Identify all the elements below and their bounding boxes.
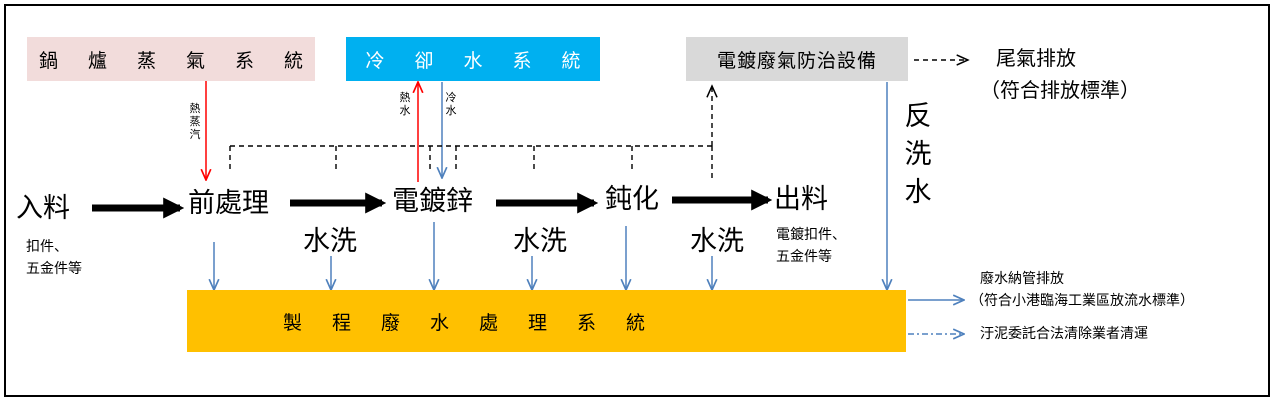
output-node: 出料 xyxy=(774,184,828,215)
input-note-line1: 扣件、 xyxy=(26,239,68,255)
discharge-label: 廢水納管排放 xyxy=(980,271,1064,287)
output-note-line1: 電鍍扣件、 xyxy=(776,227,846,243)
cold-water-label: 冷水 xyxy=(445,91,457,117)
rinse-node-1: 水洗 xyxy=(303,226,357,257)
emission-label: 尾氣排放 xyxy=(996,46,1076,70)
wastewater-drain-lines xyxy=(214,82,964,300)
wastewater-treatment-box: 製程廢水處理系統 xyxy=(187,290,906,352)
backwash-label: 反洗水 xyxy=(904,101,932,208)
cooling-water-system-box: 冷卻水系統 xyxy=(346,37,600,81)
zinc-plating-node: 電鍍鋅 xyxy=(392,186,473,217)
exhaust-collection-lines xyxy=(229,60,968,178)
pretreatment-node: 前處理 xyxy=(188,188,269,219)
input-node: 入料 xyxy=(16,193,70,224)
passivation-node: 鈍化 xyxy=(605,184,659,215)
rinse-node-2: 水洗 xyxy=(513,226,567,257)
discharge-standard-label: （符合小港臨海工業區放流水標準） xyxy=(970,293,1194,309)
wastewater-treatment-label: 製程廢水處理系統 xyxy=(283,311,676,334)
boiler-steam-system-box: 鍋爐蒸氣系統 xyxy=(27,37,315,81)
exhaust-control-label: 電鍍廢氣防治設備 xyxy=(716,49,877,72)
input-note-line2: 五金件等 xyxy=(26,261,82,277)
hot-water-label: 熱水 xyxy=(399,91,411,117)
diagram-frame xyxy=(4,4,1270,397)
cooling-water-system-label: 冷卻水系統 xyxy=(365,49,611,72)
exhaust-control-box: 電鍍廢氣防治設備 xyxy=(686,37,908,81)
boiler-steam-system-label: 鍋爐蒸氣系統 xyxy=(38,49,333,72)
emission-standard-label: （符合排放標準） xyxy=(980,78,1140,102)
rinse-node-3: 水洗 xyxy=(690,226,744,257)
steam-label: 熱蒸汽 xyxy=(189,102,201,141)
output-note-line2: 五金件等 xyxy=(776,249,832,265)
sludge-disposal-label: 汙泥委託合法清除業者清運 xyxy=(980,326,1148,342)
